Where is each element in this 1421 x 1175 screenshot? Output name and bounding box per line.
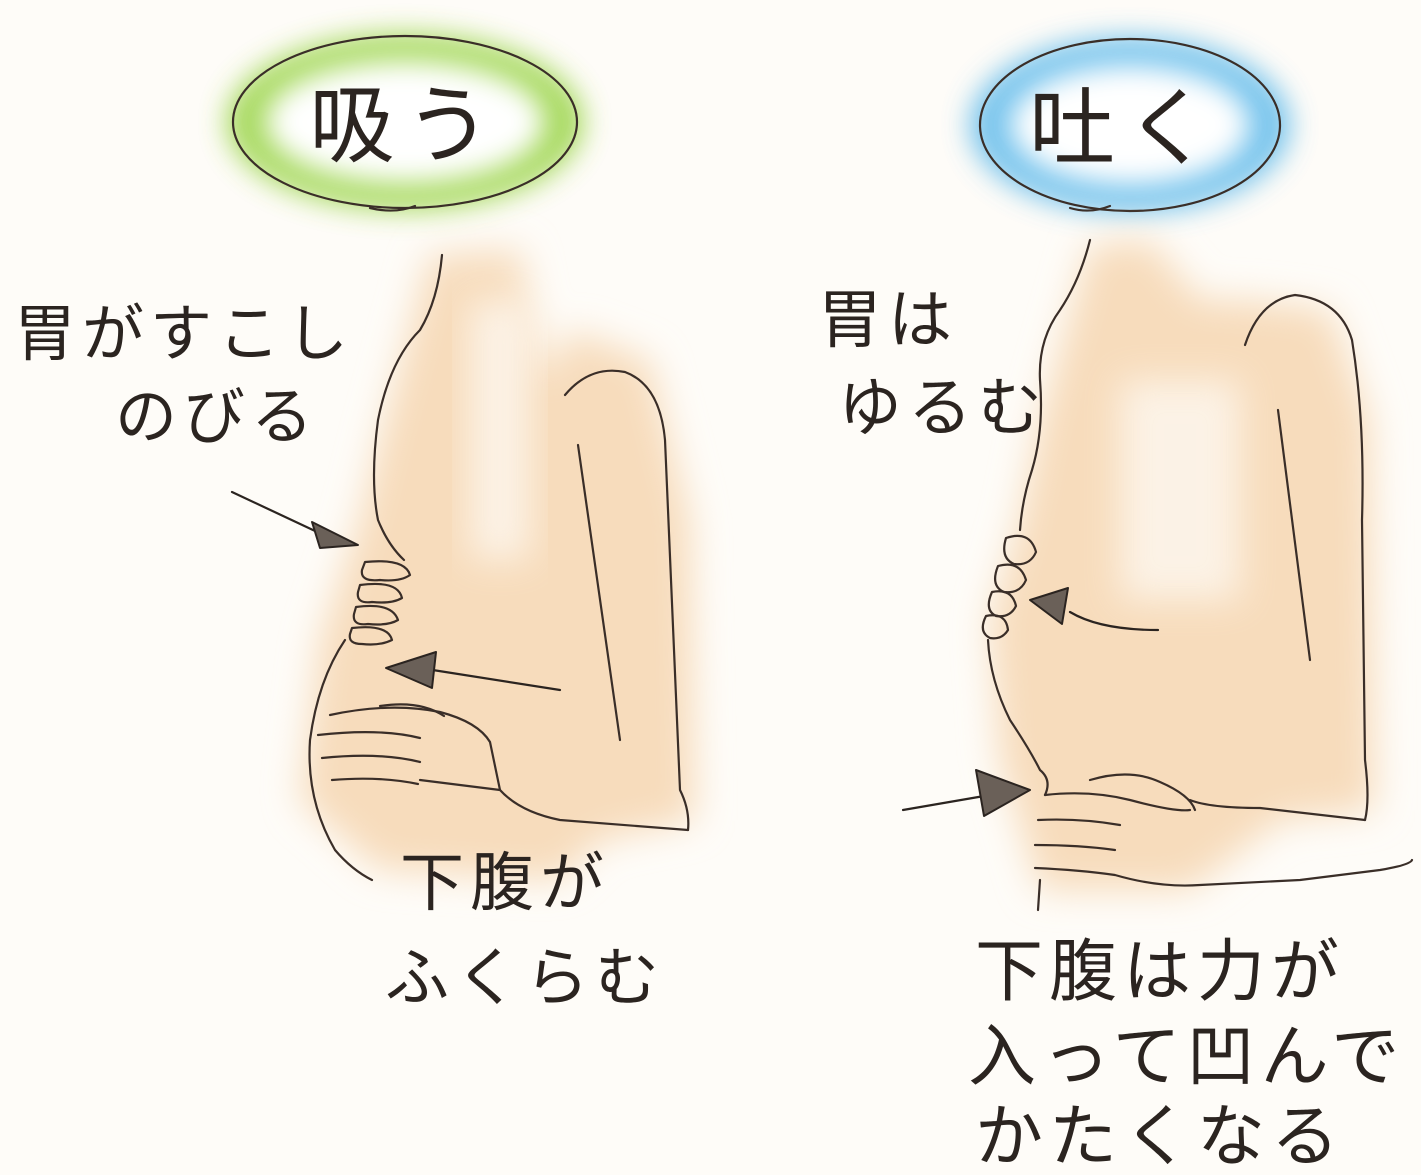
inhale-belly-label-line1: 下腹が <box>400 847 610 921</box>
inhale-body <box>300 250 695 882</box>
lower-hand-exhale <box>1033 773 1414 912</box>
exhale-body <box>981 238 1414 912</box>
exhale-belly-label-line3: かたくなる <box>975 1098 1345 1175</box>
exhale-belly-label-line2: 入って凹んで <box>968 1018 1405 1097</box>
exhale-stomach-arrow <box>1029 587 1160 632</box>
upper-hand <box>348 560 412 646</box>
inhale-panel: 吸う <box>14 34 695 1016</box>
inhale-title-bubble: 吸う <box>227 34 583 212</box>
exhale-title: 吐く <box>1029 79 1221 179</box>
inhale-stomach-arrow <box>230 490 359 549</box>
arrow-icon <box>385 651 437 689</box>
upper-fingers <box>981 534 1038 640</box>
inhale-stomach-label-line1: 胃がすこし <box>14 297 354 370</box>
lower-hand <box>316 703 502 792</box>
inhale-stomach-label-line2: のびる <box>115 380 319 453</box>
exhale-panel: 吐く <box>818 37 1414 1175</box>
inhale-belly-label-line2: ふくらむ <box>385 942 665 1016</box>
arrow-icon <box>1029 587 1069 625</box>
exhale-stomach-label-line2: ゆるむ <box>838 372 1048 446</box>
exhale-belly-label-line1: 下腹は力が <box>975 933 1345 1012</box>
exhale-title-bubble: 吐く <box>970 37 1290 213</box>
arrow-icon <box>311 521 359 549</box>
arrow-icon <box>975 769 1031 817</box>
inhale-belly-arrow <box>385 651 562 692</box>
speech-bubble-icon <box>978 37 1282 213</box>
exhale-stomach-label-line1: 胃は <box>818 284 958 358</box>
inhale-title: 吸う <box>309 76 501 176</box>
exhale-belly-arrow <box>901 769 1031 817</box>
